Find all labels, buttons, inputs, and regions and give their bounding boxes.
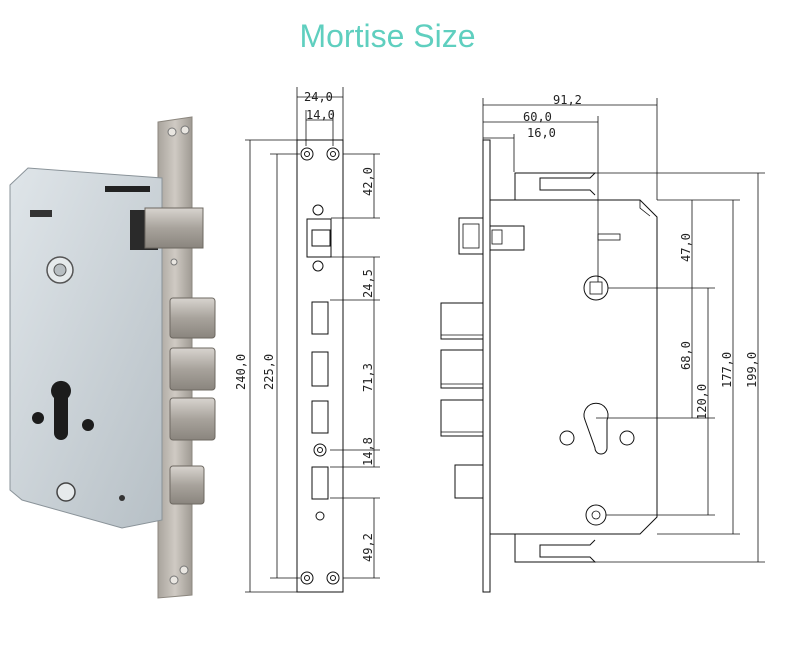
dim-49-2: 49,2: [361, 533, 375, 562]
dim-71-3: 71,3: [361, 363, 375, 392]
front-view: 24,0 14,0 240,0 225,0 42,0 24,5 71,3 14,…: [234, 87, 380, 593]
dim-177: 177,0: [720, 352, 734, 388]
dim-47: 47,0: [679, 233, 693, 262]
cylinder-hole: [51, 380, 71, 440]
slot: [30, 210, 52, 217]
lock-photo: [9, 116, 216, 599]
deadbolt-2: [169, 347, 216, 391]
dim-height-240: 240,0: [234, 354, 248, 390]
dim-42: 42,0: [361, 167, 375, 196]
side-view: 91,2 60,0 16,0 47,0 68,0 120,0 177,0 199…: [440, 93, 765, 593]
dim-68: 68,0: [679, 341, 693, 370]
deadbolt-3: [169, 397, 216, 441]
lock-body: [9, 167, 163, 529]
faceplate-outline: [296, 139, 344, 593]
dim-60: 60,0: [523, 110, 552, 124]
dim-120: 120,0: [695, 384, 709, 420]
deadbolt-1: [169, 297, 216, 339]
side-cylinder: [583, 402, 609, 455]
dim-width-14: 14,0: [306, 108, 335, 122]
slot: [105, 186, 150, 192]
dim-199: 199,0: [745, 352, 759, 388]
dim-width-24: 24,0: [304, 90, 333, 104]
dim-24-5: 24,5: [361, 269, 375, 298]
side-faceplate: [482, 139, 491, 593]
latch-bolt: [144, 207, 204, 249]
dim-height-225: 225,0: [262, 354, 276, 390]
deadbolt-4: [169, 465, 205, 505]
page-title: Mortise Size: [299, 18, 476, 54]
dim-14-8: 14,8: [361, 437, 375, 466]
dim-16: 16,0: [527, 126, 556, 140]
dim-91-2: 91,2: [553, 93, 582, 107]
